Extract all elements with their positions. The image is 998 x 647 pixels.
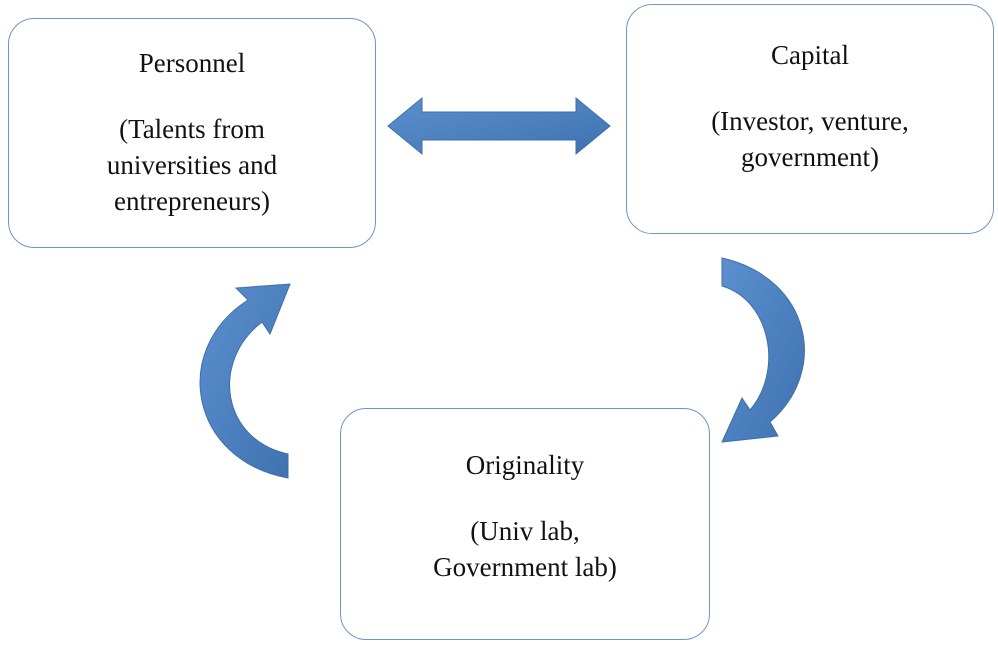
node-capital-subtitle: (Investor, venture, government)	[657, 103, 963, 175]
node-originality-subtitle: (Univ lab, Government lab)	[391, 513, 659, 585]
node-originality-title: Originality	[465, 450, 585, 480]
node-originality-subtitle-line-2: Government lab)	[433, 552, 617, 582]
curved-arrow-capital-originality	[721, 257, 805, 443]
node-capital: Capital (Investor, venture, government)	[626, 4, 994, 234]
node-originality-subtitle-line-1: (Univ lab,	[470, 516, 580, 546]
curved-arrow-originality-personnel	[199, 283, 291, 479]
node-capital-title: Capital	[771, 40, 849, 70]
node-personnel-subtitle-line-3: entrepreneurs)	[114, 186, 270, 216]
node-personnel-title: Personnel	[138, 48, 246, 78]
node-capital-subtitle-line-1: (Investor, venture,	[711, 106, 909, 136]
node-personnel-subtitle-line-1: (Talents from	[119, 114, 265, 144]
node-capital-subtitle-line-2: government)	[741, 142, 879, 172]
node-originality: Originality (Univ lab, Government lab)	[340, 408, 710, 640]
node-personnel-subtitle: (Talents from universities and entrepren…	[19, 111, 365, 219]
node-personnel: Personnel (Talents from universities and…	[8, 18, 376, 248]
node-personnel-subtitle-line-2: universities and	[106, 150, 278, 180]
double-arrow-personnel-capital	[387, 96, 611, 156]
